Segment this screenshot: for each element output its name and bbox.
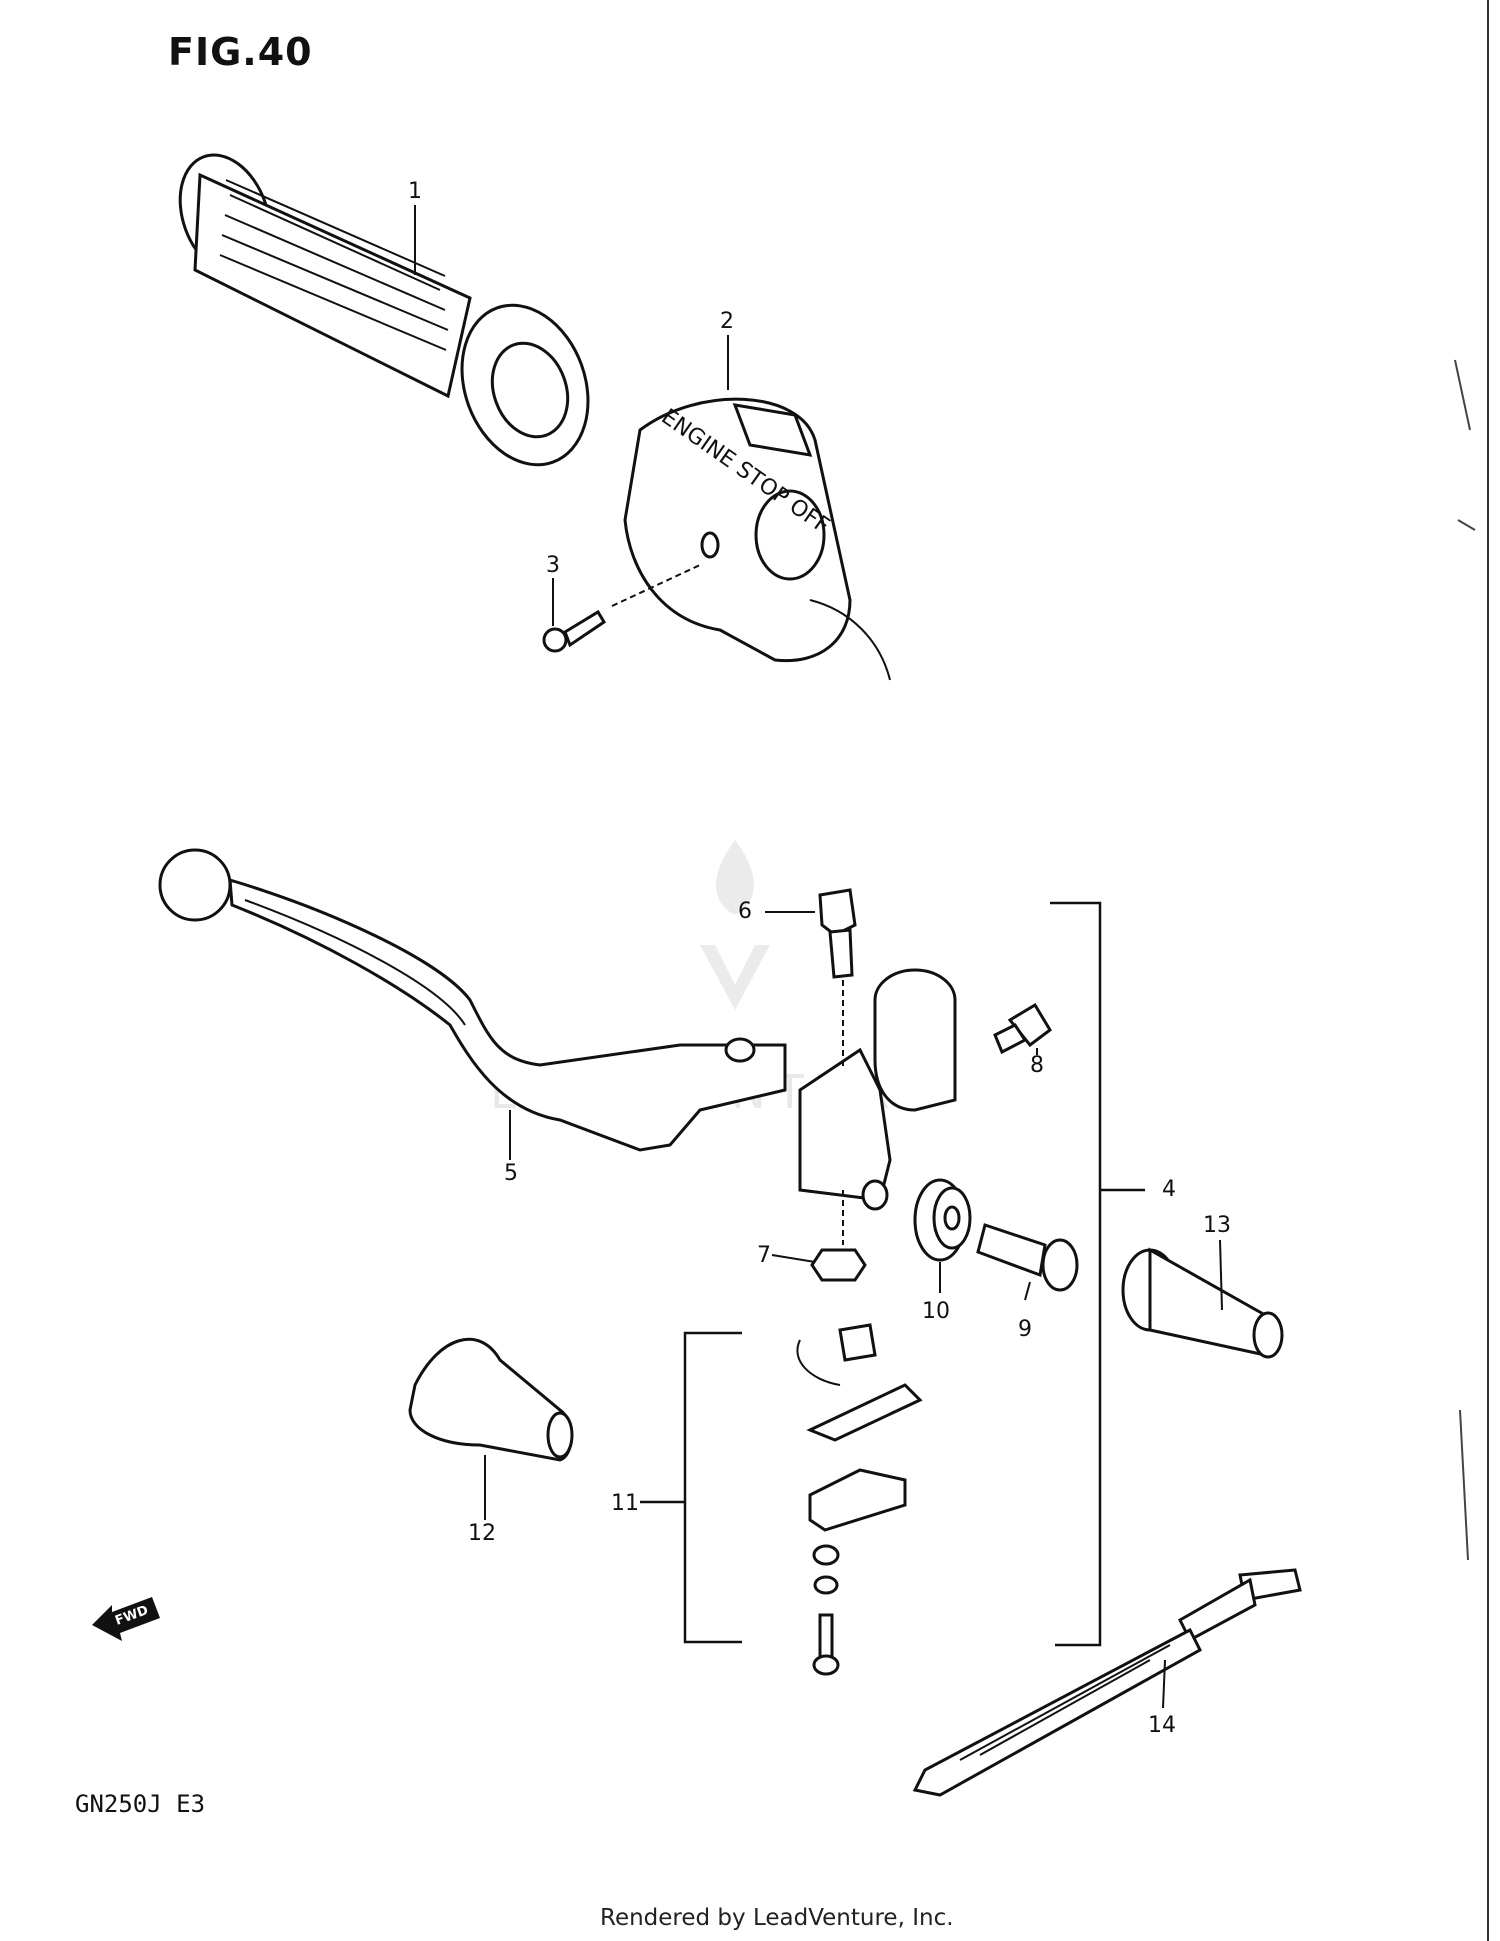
lock-nut-part[interactable] <box>913 1178 972 1262</box>
adjuster-bolt-part[interactable] <box>976 1223 1079 1292</box>
switch-housing-part[interactable]: ENGINE STOP OFF <box>623 397 891 681</box>
callout-11[interactable]: 11 <box>611 1491 639 1516</box>
cable-tie-part[interactable] <box>912 1568 1302 1797</box>
lever-holder-part[interactable] <box>798 968 957 1211</box>
footer-credit: Rendered by LeadVenture, Inc. <box>600 1905 954 1931</box>
scan-artifacts <box>1454 359 1476 1561</box>
callout-4[interactable]: 4 <box>1162 1177 1176 1202</box>
bolt-part[interactable] <box>993 1002 1052 1055</box>
pivot-bolt-part[interactable] <box>818 888 857 1070</box>
watermark-logo <box>700 840 770 1010</box>
screw-part[interactable] <box>542 564 701 653</box>
adjuster-boot-part[interactable] <box>1121 1247 1284 1359</box>
bracket-assembly-4 <box>1050 901 1145 1647</box>
fwd-arrow-icon: FWD <box>92 1597 160 1641</box>
model-code: GN250J E3 <box>75 1790 206 1818</box>
callout-7[interactable]: 7 <box>757 1243 771 1268</box>
callout-14[interactable]: 14 <box>1148 1713 1176 1738</box>
callout-9[interactable]: 9 <box>1018 1317 1032 1342</box>
bracket-assembly-11 <box>640 1331 742 1644</box>
grip-part[interactable] <box>164 142 609 482</box>
callout-2[interactable]: 2 <box>720 309 734 334</box>
callout-8[interactable]: 8 <box>1030 1053 1044 1078</box>
clutch-lever-part[interactable] <box>158 848 787 1152</box>
callout-6[interactable]: 6 <box>738 899 752 924</box>
callout-5[interactable]: 5 <box>504 1161 518 1186</box>
callout-1[interactable]: 1 <box>408 179 422 204</box>
figure-title: FIG.40 <box>168 30 313 74</box>
callout-10[interactable]: 10 <box>922 1299 950 1324</box>
callout-13[interactable]: 13 <box>1203 1213 1231 1238</box>
page-edge-border <box>1487 0 1489 1941</box>
clutch-switch-set-part[interactable] <box>796 1323 923 1676</box>
leader-lines <box>414 205 1223 1709</box>
callout-12[interactable]: 12 <box>468 1521 496 1546</box>
callout-3[interactable]: 3 <box>546 553 560 578</box>
lever-cover-part[interactable] <box>408 1337 574 1462</box>
nut-part[interactable] <box>810 1190 867 1282</box>
